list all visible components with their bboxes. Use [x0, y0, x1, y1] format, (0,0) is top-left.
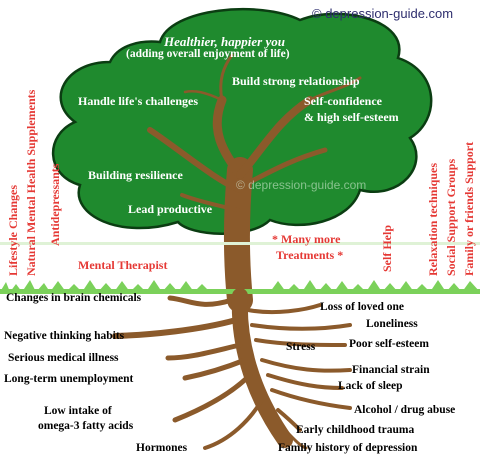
tree-roots [112, 288, 352, 450]
cause-medical-illness: Serious medical illness [8, 352, 119, 364]
benefit-productive: Lead productive [128, 202, 213, 216]
cause-brain-chemicals: Changes in brain chemicals [6, 292, 142, 304]
benefit-self-confidence: Self-confidence [304, 94, 382, 108]
treatment-natural-supplements: Natural Mental Health Supplements [24, 89, 38, 276]
benefit-subtitle: (adding overall enjoyment of life) [126, 48, 290, 60]
cause-financial-strain: Financial strain [352, 364, 430, 376]
treatment-lifestyle-changes: Lifestyle Changes [6, 185, 20, 276]
cause-loss-of-loved-one: Loss of loved one [320, 301, 405, 313]
center-watermark: © depression-guide.com [236, 178, 367, 192]
treatment-mental-therapist: Mental Therapist [78, 258, 168, 272]
cause-poor-self-esteem: Poor self-esteem [349, 338, 429, 350]
benefit-resilience: Building resilience [88, 168, 183, 182]
benefit-self-esteem: & high self-esteem [304, 110, 399, 124]
treatment-family-support: Family or friends Support [462, 141, 476, 276]
tree-trunk [147, 53, 362, 313]
benefit-challenges: Handle life's challenges [78, 94, 198, 108]
treatment-many-more-line2: Treatments * [276, 248, 344, 262]
cause-hormones: Hormones [136, 442, 188, 454]
benefit-relationship: Build strong relationship [232, 74, 360, 88]
cause-negative-thinking: Negative thinking habits [4, 330, 125, 342]
cause-low-omega3-line2: omega-3 fatty acids [38, 420, 134, 432]
cause-low-omega3-line1: Low intake of [44, 405, 112, 417]
cause-stress: Stress [286, 341, 316, 353]
cause-unemployment: Long-term unemployment [4, 373, 134, 385]
tree-canopy [51, 7, 433, 235]
treatment-antidepressants: Antidepressants [48, 163, 62, 246]
cause-loneliness: Loneliness [366, 318, 418, 330]
benefit-title: Healthier, happier you [164, 34, 285, 49]
cause-childhood-trauma: Early childhood trauma [296, 424, 415, 436]
treatment-support-groups: Social Support Groups [444, 158, 458, 276]
treatment-relaxation: Relaxation techniques [426, 162, 440, 276]
cause-lack-of-sleep: Lack of sleep [338, 380, 403, 392]
treatment-self-help: Self Help [380, 225, 394, 272]
treatment-many-more-line1: * Many more [272, 232, 341, 246]
cause-family-history: Family history of depression [278, 442, 418, 454]
site-watermark: © depression-guide.com [312, 6, 454, 21]
cause-alcohol-drug-abuse: Alcohol / drug abuse [354, 404, 456, 416]
